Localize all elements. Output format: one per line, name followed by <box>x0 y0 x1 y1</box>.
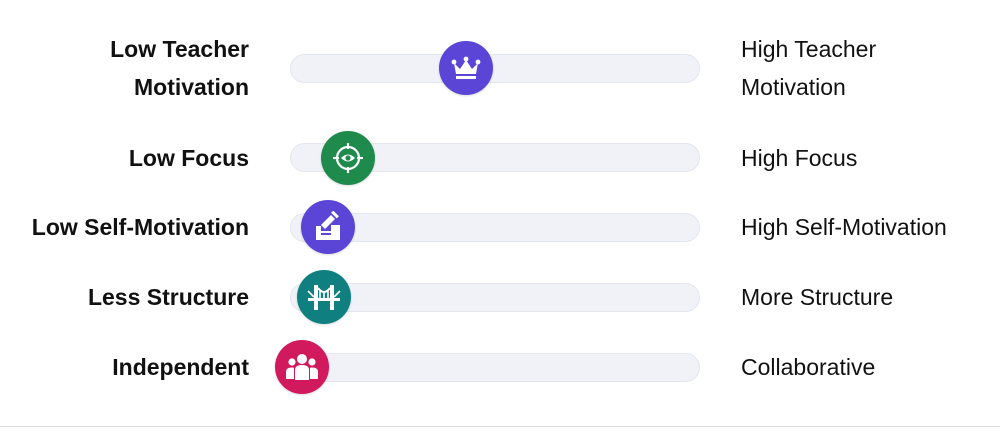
divider <box>0 426 1000 427</box>
right-label-line: High Teacher <box>741 36 877 62</box>
eye-target-icon <box>333 143 363 173</box>
slider-thumb[interactable] <box>439 41 493 95</box>
left-label: Less Structure <box>87 284 249 310</box>
slider-track[interactable] <box>290 54 700 83</box>
group-icon <box>286 354 318 380</box>
slider-thumb[interactable] <box>321 131 375 185</box>
right-label: High Teacher Motivation <box>741 30 876 106</box>
right-label: More Structure <box>741 284 894 310</box>
right-label: High Focus <box>741 145 858 171</box>
left-label: Low Teacher Motivation <box>110 30 249 106</box>
slider-row-teacher-motivation: Low Teacher Motivation High Teacher Moti… <box>0 30 1000 106</box>
left-label: Independent <box>112 354 249 380</box>
slider-row-focus: Low Focus High Focus <box>0 131 1000 185</box>
bridge-icon <box>307 285 341 310</box>
slider-row-collaboration: Independent Collaborative <box>0 340 1000 394</box>
microscope-icon <box>316 211 340 240</box>
left-label-line: Low Teacher <box>110 36 249 62</box>
right-label: Collaborative <box>741 354 876 380</box>
slider-row-structure: Less Structure More Structure <box>0 270 1000 324</box>
left-label: Low Self-Motivation <box>31 214 249 240</box>
slider-track[interactable] <box>290 353 700 382</box>
left-label: Low Focus <box>128 145 249 171</box>
left-label-line: Motivation <box>134 74 249 100</box>
slider-thumb[interactable] <box>275 340 329 394</box>
slider-thumb[interactable] <box>301 200 355 254</box>
slider-row-self-motivation: Low Self-Motivation High Self-Motivation <box>0 200 1000 254</box>
right-label: High Self-Motivation <box>741 214 947 240</box>
slider-track[interactable] <box>290 213 700 242</box>
slider-thumb[interactable] <box>297 270 351 324</box>
slider-track[interactable] <box>290 283 700 312</box>
crown-icon <box>451 56 481 79</box>
right-label-line: Motivation <box>741 74 846 100</box>
